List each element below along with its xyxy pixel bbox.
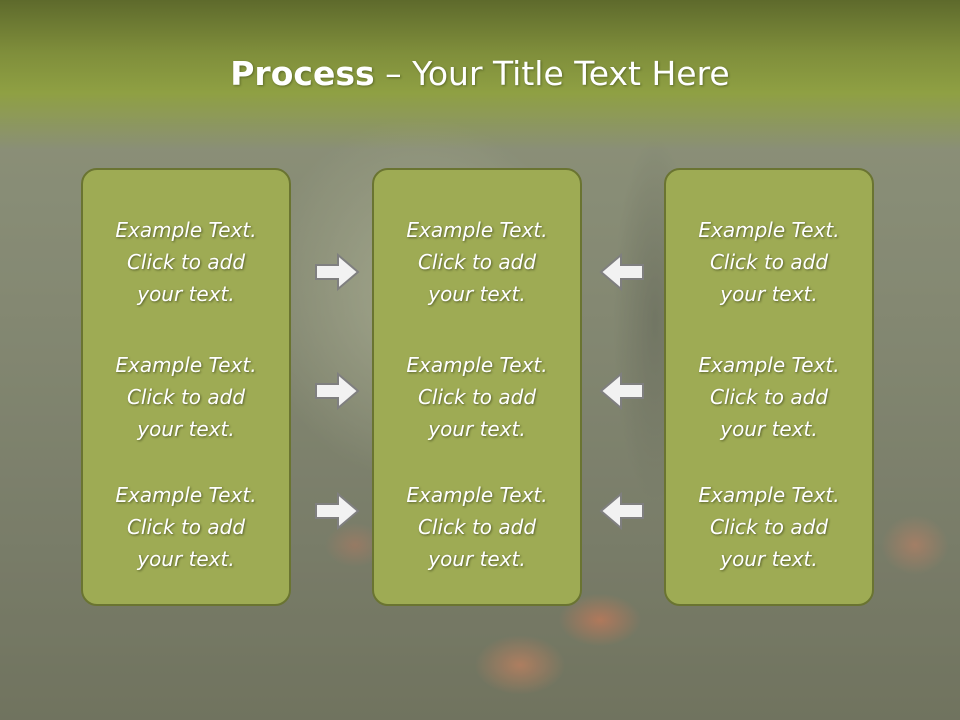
text-placeholder[interactable]: Example Text. Click to add your text. [698,483,840,571]
text-placeholder[interactable]: Example Text. Click to add your text. [698,353,840,441]
process-box-left[interactable]: Example Text. Click to add your text. Ex… [81,168,291,606]
text-placeholder[interactable]: Example Text. Click to add your text. [406,218,548,306]
process-box-right[interactable]: Example Text. Click to add your text. Ex… [664,168,874,606]
slide-title[interactable]: Process – Your Title Text Here [0,52,960,96]
title-rest: – Your Title Text Here [374,54,730,93]
left-arrow-icon [597,252,645,292]
text-placeholder[interactable]: Example Text. Click to add your text. [115,483,257,571]
left-arrow-icon [597,371,645,411]
right-arrow-icon [314,252,362,292]
text-placeholder[interactable]: Example Text. Click to add your text. [406,353,548,441]
right-arrow-icon [314,371,362,411]
title-bar [0,0,960,150]
process-box-center[interactable]: Example Text. Click to add your text. Ex… [372,168,582,606]
text-placeholder[interactable]: Example Text. Click to add your text. [115,218,257,306]
title-bold: Process [230,54,375,93]
text-placeholder[interactable]: Example Text. Click to add your text. [698,218,840,306]
left-arrow-icon [597,491,645,531]
right-arrow-icon [314,491,362,531]
text-placeholder[interactable]: Example Text. Click to add your text. [406,483,548,571]
text-placeholder[interactable]: Example Text. Click to add your text. [115,353,257,441]
